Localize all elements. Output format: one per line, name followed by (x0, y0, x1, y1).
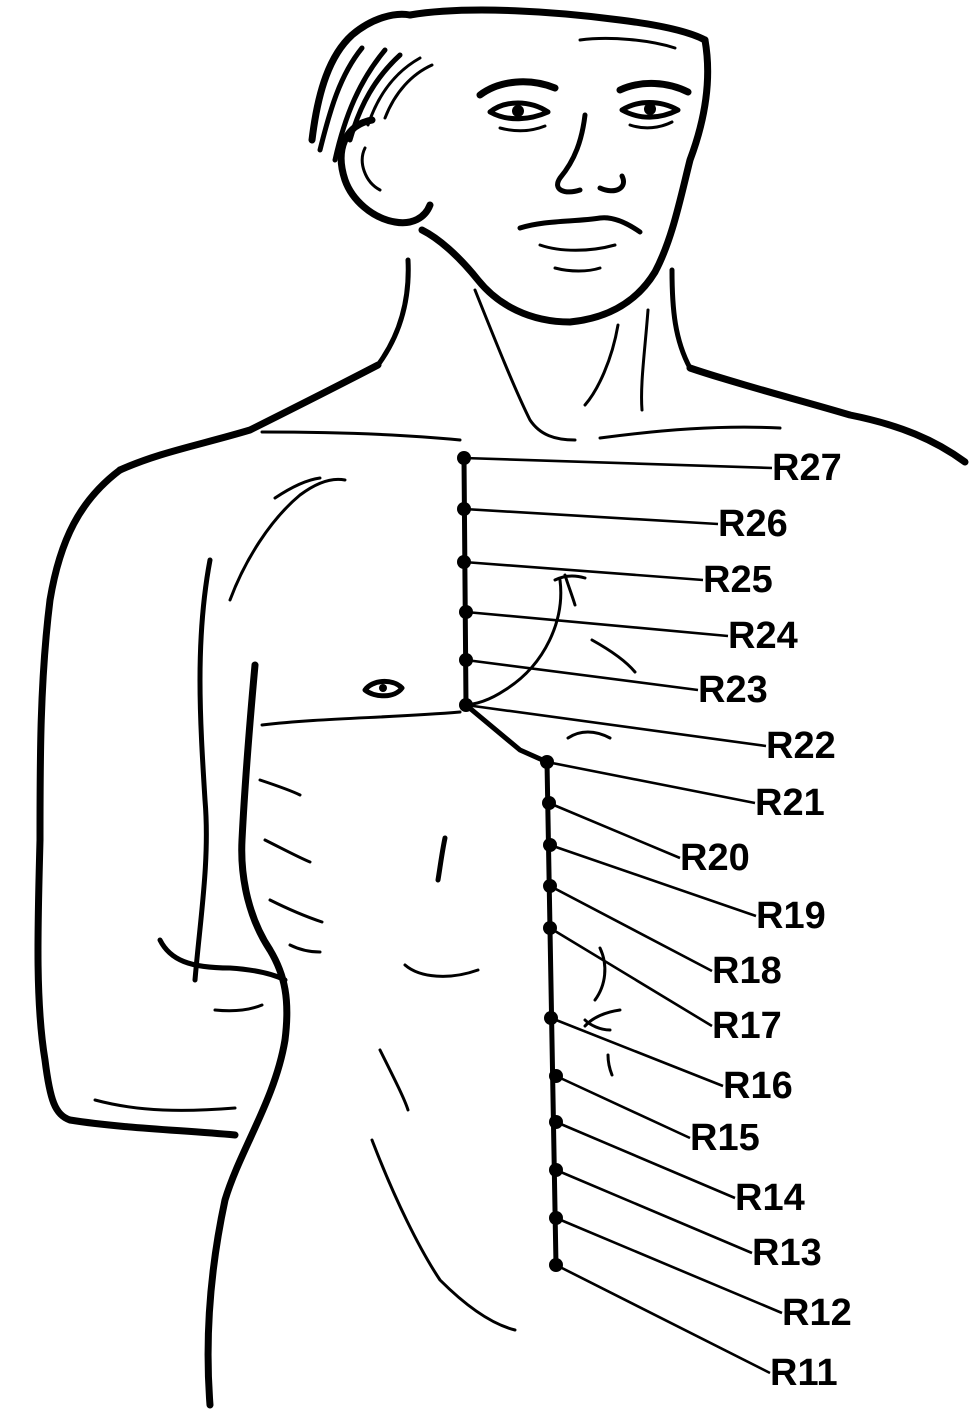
acupoint-r18: R18 (543, 879, 782, 992)
leader-line-r23 (466, 660, 698, 690)
left-arm-inner (195, 560, 210, 980)
leader-line-r13 (556, 1170, 752, 1253)
point-marker-r12 (549, 1211, 563, 1225)
right-eye (622, 103, 678, 128)
point-marker-r24 (459, 605, 473, 619)
point-marker-r25 (457, 555, 471, 569)
leader-line-r24 (466, 612, 728, 636)
point-label-r25: R25 (703, 559, 773, 601)
point-label-r20: R20 (680, 837, 750, 879)
point-label-r21: R21 (755, 782, 825, 824)
leader-line-r16 (551, 1018, 723, 1086)
leader-line-r15 (556, 1076, 690, 1138)
acupoints: R27R26R25R24R23R22R21R20R19R18R17R16R15R… (457, 447, 852, 1394)
point-label-r26: R26 (718, 503, 788, 545)
point-label-r16: R16 (723, 1065, 793, 1107)
point-marker-r14 (549, 1115, 563, 1129)
point-marker-r16 (544, 1011, 558, 1025)
point-label-r27: R27 (772, 447, 842, 489)
meridian-line (464, 458, 556, 1265)
leader-line-r17 (550, 928, 712, 1026)
left-eye (490, 103, 548, 131)
clavicle-right (600, 427, 780, 438)
point-marker-r21 (540, 755, 554, 769)
ear (341, 120, 430, 223)
point-marker-r18 (543, 879, 557, 893)
neck-left (378, 260, 408, 365)
point-label-r18: R18 (712, 950, 782, 992)
acupoint-r20: R20 (542, 796, 750, 879)
body-illustration (38, 10, 965, 1405)
clavicle-left (262, 432, 460, 440)
left-shoulder (120, 365, 378, 470)
point-marker-r20 (542, 796, 556, 810)
point-label-r13: R13 (752, 1232, 822, 1274)
nipple-left (365, 681, 402, 695)
nose (558, 115, 624, 192)
pectoral-left (230, 479, 345, 600)
point-label-r15: R15 (690, 1117, 760, 1159)
point-label-r19: R19 (756, 895, 826, 937)
pectoral-right (462, 580, 561, 705)
point-marker-r17 (543, 921, 557, 935)
chest-lower-line (262, 712, 460, 725)
point-marker-r27 (457, 451, 471, 465)
leader-line-r26 (464, 509, 718, 524)
leader-line-r21 (547, 762, 755, 803)
point-label-r23: R23 (698, 669, 768, 711)
point-marker-r13 (549, 1163, 563, 1177)
point-label-r11: R11 (770, 1352, 838, 1394)
acupoint-r27: R27 (457, 447, 842, 489)
leader-line-r18 (550, 886, 712, 971)
acupoint-r26: R26 (457, 502, 788, 545)
point-marker-r22 (459, 698, 473, 712)
mouth (520, 218, 640, 271)
point-marker-r15 (549, 1069, 563, 1083)
point-label-r14: R14 (735, 1177, 805, 1219)
leader-line-r27 (464, 458, 772, 468)
acupoint-r25: R25 (457, 555, 773, 601)
left-eyebrow (480, 82, 555, 95)
point-label-r22: R22 (766, 725, 836, 767)
point-label-r17: R17 (712, 1005, 782, 1047)
right-eyebrow (620, 83, 688, 92)
acupoint-r23: R23 (459, 653, 768, 711)
torso-left-side (208, 665, 287, 1405)
point-marker-r11 (549, 1258, 563, 1272)
acupoint-r24: R24 (459, 605, 798, 657)
point-marker-r26 (457, 502, 471, 516)
neck-right (672, 270, 690, 368)
acupoint-r22: R22 (459, 698, 836, 767)
point-label-r24: R24 (728, 615, 798, 657)
leader-line-r11 (556, 1265, 770, 1373)
leader-line-r20 (549, 803, 680, 858)
point-marker-r23 (459, 653, 473, 667)
leader-line-r12 (556, 1218, 782, 1313)
point-label-r12: R12 (782, 1292, 852, 1334)
point-marker-r19 (543, 838, 557, 852)
navel (405, 965, 478, 976)
